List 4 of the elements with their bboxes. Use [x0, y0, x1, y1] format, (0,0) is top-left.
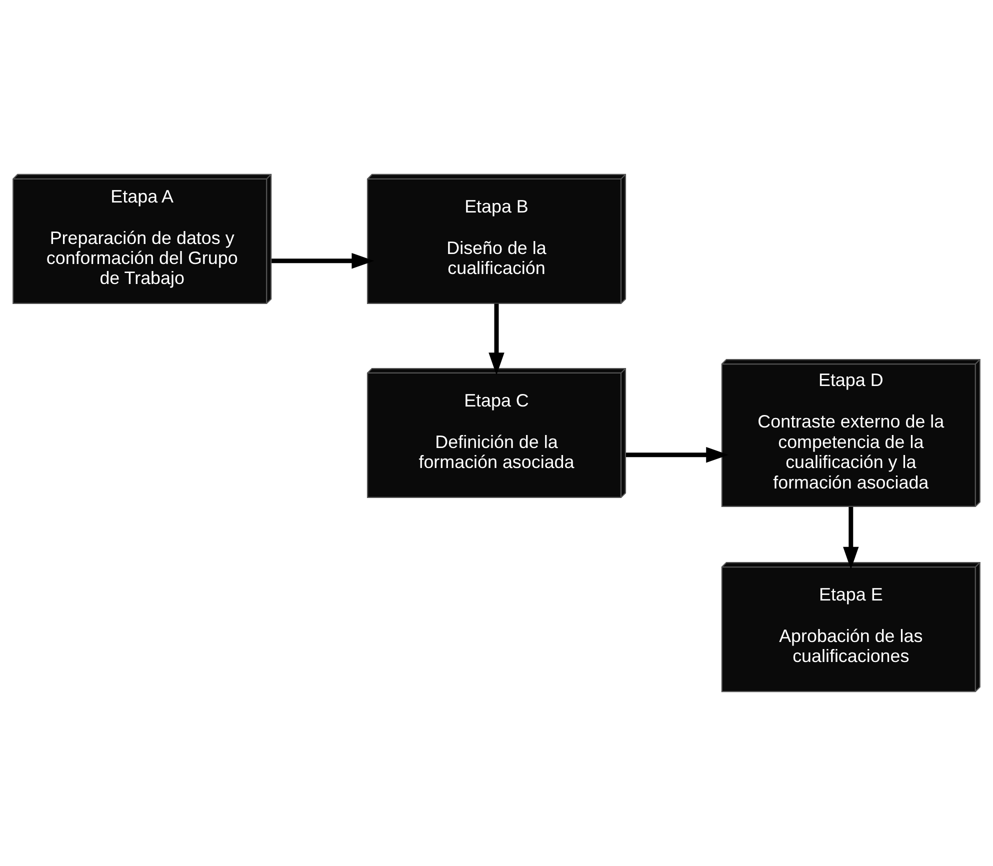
arrow: [843, 506, 859, 570]
arrow: [488, 304, 504, 376]
arrow: [272, 252, 374, 269]
arrow: [626, 447, 729, 463]
